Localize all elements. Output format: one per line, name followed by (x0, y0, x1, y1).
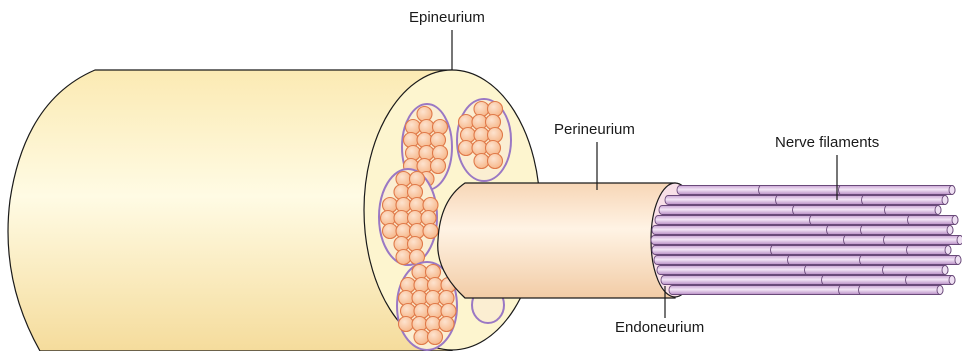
label-endoneurium: Endoneurium (615, 320, 704, 335)
nerve-filament (652, 226, 953, 235)
nerve-filament (654, 256, 961, 265)
filament-end (947, 226, 953, 235)
filament-end (952, 216, 958, 225)
label-perineurium: Perineurium (554, 122, 635, 137)
nerve-fiber (474, 154, 489, 169)
filament-end (949, 186, 955, 195)
nerve-fiber (383, 224, 398, 239)
nerve-filament (657, 266, 948, 275)
nerve-fiber (459, 141, 474, 156)
filament-end (937, 286, 943, 295)
nerve-fiber (488, 154, 503, 169)
filament-end (935, 206, 941, 215)
label-nerve-filaments: Nerve filaments (775, 135, 879, 150)
nerve-fiber (414, 330, 429, 345)
nerve-filament (669, 286, 943, 295)
nerve-filament (665, 196, 948, 205)
nerve-filament (651, 236, 962, 245)
filament-end (949, 276, 955, 285)
nerve-fiber (439, 317, 454, 332)
nerve-fiber (423, 224, 438, 239)
nerve-fiber (399, 317, 414, 332)
filament-end (957, 236, 962, 245)
filament-end (945, 246, 951, 255)
nerve-filaments-bundle (651, 186, 962, 295)
nerve-filament (655, 216, 958, 225)
nerve-fiber (431, 159, 446, 174)
nerve-fiber (428, 330, 443, 345)
nerve-filament (677, 186, 955, 195)
nerve-fiber (396, 250, 411, 265)
nerve-filament (659, 206, 941, 215)
filament-end (942, 266, 948, 275)
label-epineurium: Epineurium (409, 10, 485, 25)
filament-end (942, 196, 948, 205)
filament-end (955, 256, 961, 265)
nerve-filament (661, 276, 955, 285)
